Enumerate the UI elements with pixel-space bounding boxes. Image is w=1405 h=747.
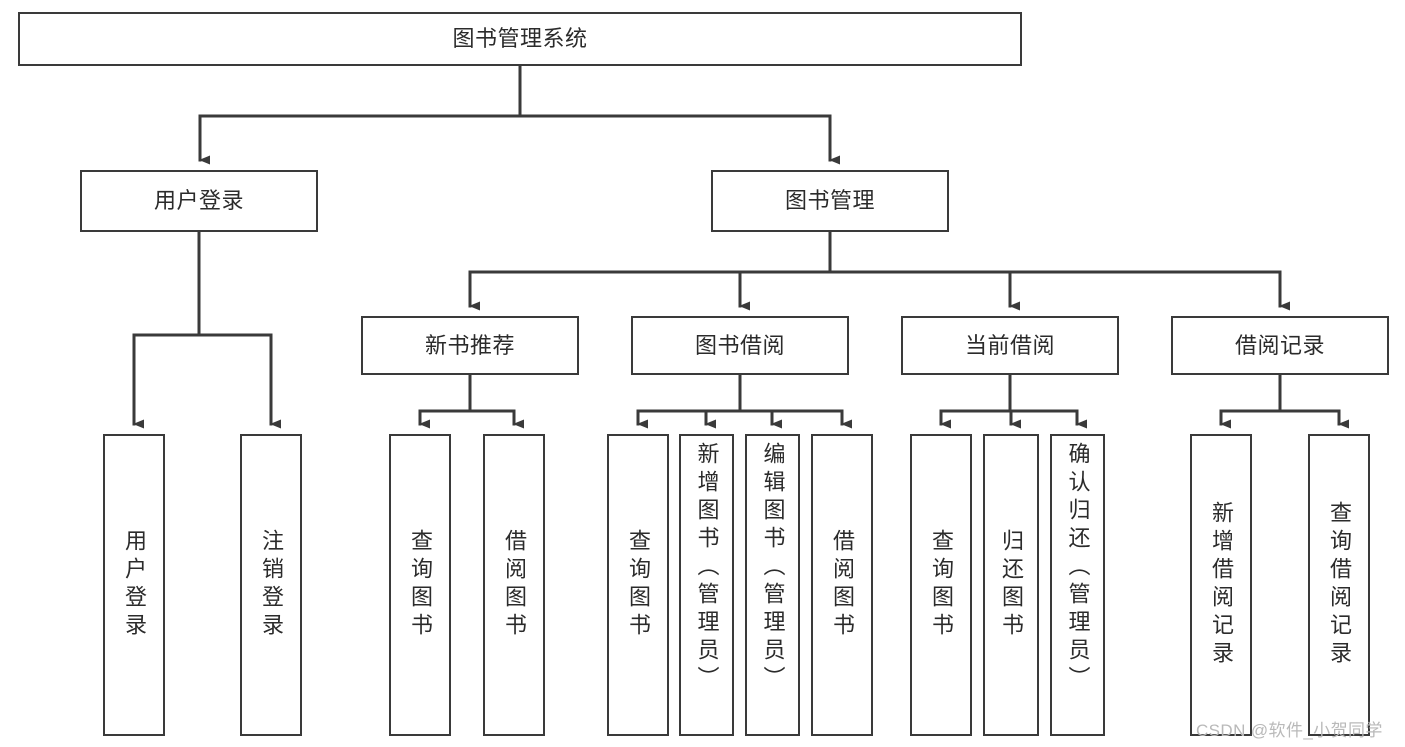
node-leaf-user-login-label: 用户登录: [122, 529, 147, 641]
node-new-book-recommend[interactable]: 新书推荐: [361, 316, 579, 375]
node-leaf-query-book-2-label: 查询图书: [626, 529, 651, 641]
node-leaf-borrow-book-1-label: 借阅图书: [502, 529, 527, 641]
node-leaf-return-book-label: 归还图书: [999, 529, 1024, 641]
node-leaf-query-book-3[interactable]: 查询图书: [910, 434, 972, 736]
node-leaf-return-book[interactable]: 归还图书: [983, 434, 1039, 736]
node-leaf-borrow-book-2[interactable]: 借阅图书: [811, 434, 873, 736]
node-leaf-query-borrow-record[interactable]: 查询借阅记录: [1308, 434, 1370, 736]
csdn-watermark: CSDN @软件_小贺同学: [1196, 721, 1383, 740]
node-book-borrow[interactable]: 图书借阅: [631, 316, 849, 375]
node-book-manage-label: 图书管理: [784, 188, 875, 213]
node-borrow-record-label: 借阅记录: [1234, 332, 1325, 358]
node-borrow-record[interactable]: 借阅记录: [1171, 316, 1389, 375]
node-book-manage[interactable]: 图书管理: [711, 170, 949, 232]
node-leaf-logout[interactable]: 注销登录: [240, 434, 302, 736]
node-leaf-add-borrow-record[interactable]: 新增借阅记录: [1190, 434, 1252, 736]
node-current-borrow-label: 当前借阅: [964, 332, 1055, 358]
node-leaf-query-borrow-record-label: 查询借阅记录: [1327, 501, 1352, 669]
node-leaf-confirm-return-label: 确认归还（管理员）: [1065, 442, 1091, 694]
node-user-login-label: 用户登录: [153, 188, 244, 213]
node-leaf-logout-label: 注销登录: [259, 529, 284, 641]
node-leaf-add-book-label: 新增图书（管理员）: [694, 442, 720, 694]
node-root[interactable]: 图书管理系统: [18, 12, 1022, 66]
node-book-borrow-label: 图书借阅: [694, 332, 785, 358]
node-leaf-add-book[interactable]: 新增图书（管理员）: [679, 434, 734, 736]
node-leaf-add-borrow-record-label: 新增借阅记录: [1209, 501, 1234, 669]
node-leaf-borrow-book-2-label: 借阅图书: [830, 529, 855, 641]
node-user-login[interactable]: 用户登录: [80, 170, 318, 232]
node-leaf-query-book-1-label: 查询图书: [408, 529, 433, 641]
node-leaf-query-book-2[interactable]: 查询图书: [607, 434, 669, 736]
node-leaf-query-book-1[interactable]: 查询图书: [389, 434, 451, 736]
node-leaf-borrow-book-1[interactable]: 借阅图书: [483, 434, 545, 736]
node-leaf-user-login[interactable]: 用户登录: [103, 434, 165, 736]
node-leaf-edit-book[interactable]: 编辑图书（管理员）: [745, 434, 800, 736]
node-leaf-query-book-3-label: 查询图书: [929, 529, 954, 641]
node-new-book-recommend-label: 新书推荐: [424, 332, 515, 358]
node-root-label: 图书管理系统: [452, 26, 588, 51]
node-leaf-edit-book-label: 编辑图书（管理员）: [760, 442, 786, 694]
node-current-borrow[interactable]: 当前借阅: [901, 316, 1119, 375]
node-leaf-confirm-return[interactable]: 确认归还（管理员）: [1050, 434, 1105, 736]
